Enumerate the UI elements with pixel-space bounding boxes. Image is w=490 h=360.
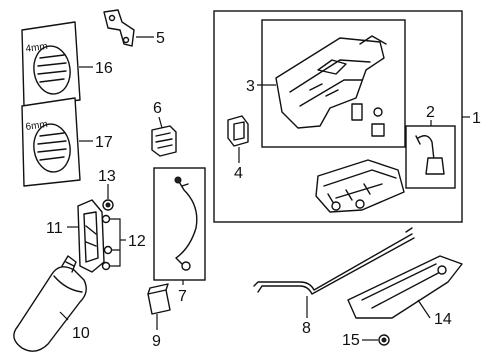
mounting-bracket-small [103, 9, 135, 47]
bolt-small [102, 199, 114, 211]
callout-15: 15 [342, 332, 360, 349]
callout-6: 6 [153, 100, 162, 117]
bracket-assembly [275, 35, 387, 129]
leader-6 [158, 116, 163, 129]
callout-11: 11 [46, 220, 63, 237]
callout-13: 13 [98, 168, 116, 185]
air-pipe [253, 227, 415, 295]
callout-14: 14 [434, 311, 452, 328]
valve-block [147, 283, 171, 315]
callout-17: 17 [95, 134, 113, 151]
mounting-tray [347, 255, 463, 319]
callout-3: 3 [246, 78, 255, 95]
callout-8: 8 [302, 320, 311, 337]
callout-12: 12 [128, 233, 146, 250]
callout-16: 16 [95, 60, 113, 77]
sensor-line [174, 176, 198, 271]
label-4mm-text: 4mm [25, 41, 49, 55]
callout-5: 5 [156, 30, 165, 47]
nut [378, 334, 390, 346]
air-hose [415, 135, 445, 175]
compressor [315, 159, 405, 213]
callout-2: 2 [426, 104, 435, 121]
callout-10: 10 [72, 325, 90, 342]
fasteners [101, 214, 121, 271]
bracket-subassembly-box [261, 19, 406, 148]
callout-7: 7 [178, 288, 187, 305]
hose-detail-box [405, 125, 456, 189]
mounting-plate [77, 199, 105, 273]
dryer-canister [13, 255, 87, 352]
callout-9: 9 [152, 333, 161, 350]
leader-10 [59, 311, 69, 321]
sensor-line-box [153, 167, 206, 281]
connector-clip [151, 125, 177, 157]
rubber-mounts [351, 103, 385, 137]
leader-14 [417, 299, 431, 319]
label-4mm: 4mm [21, 21, 81, 107]
label-6mm-text: 6mm [25, 119, 49, 133]
callout-4: 4 [234, 165, 243, 182]
label-6mm: 6mm [21, 97, 81, 187]
isolator-mount [227, 115, 249, 147]
callout-1: 1 [472, 110, 481, 127]
